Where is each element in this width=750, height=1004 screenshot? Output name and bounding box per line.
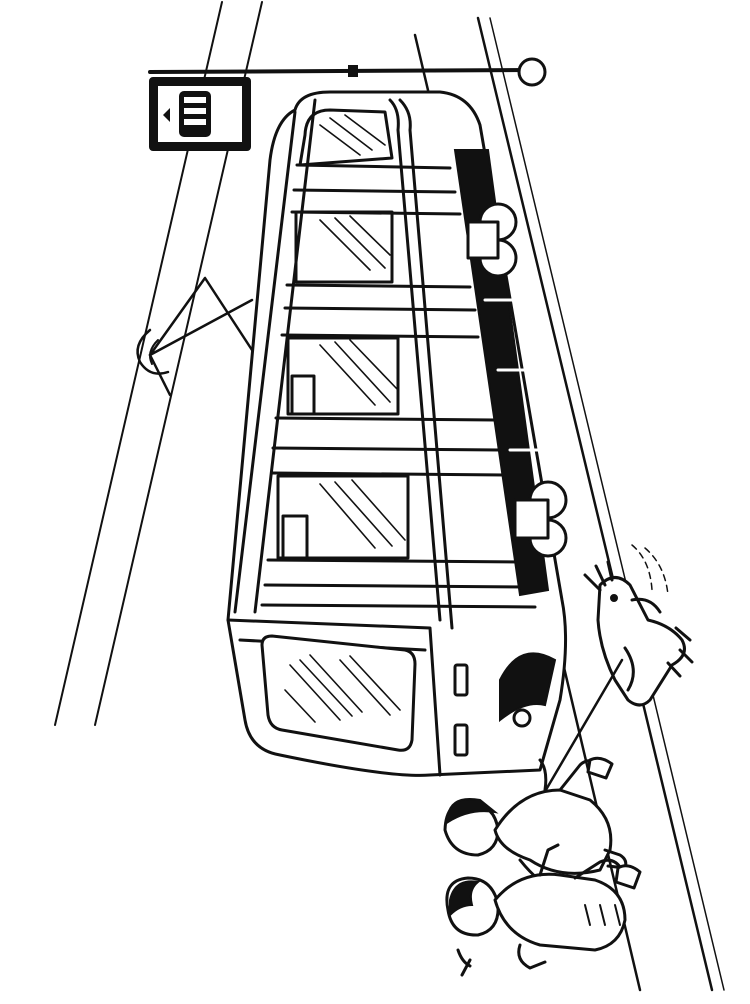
boy xyxy=(445,843,642,977)
dog xyxy=(583,544,694,707)
pantograph xyxy=(136,276,254,397)
tram xyxy=(226,90,568,777)
front-bogie xyxy=(466,202,518,278)
underbody xyxy=(453,149,550,597)
man-with-cap xyxy=(443,756,628,890)
side-windows xyxy=(276,108,410,560)
doors xyxy=(260,163,537,609)
tram-stop xyxy=(148,57,547,151)
rear-bogie xyxy=(513,480,568,558)
leash xyxy=(538,658,624,802)
windshield-reflections xyxy=(284,654,401,723)
